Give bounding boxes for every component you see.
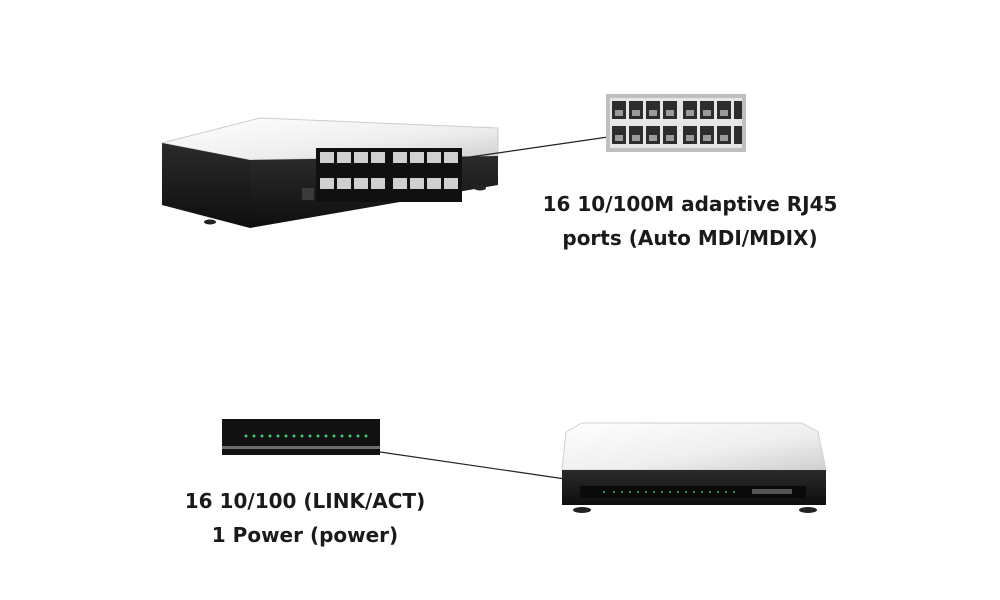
led-strip-closeup: [222, 419, 380, 455]
ports-closeup: [606, 94, 746, 152]
leds-leader-line: [379, 451, 573, 481]
ports-leader-line: [462, 136, 609, 159]
ports-caption: 16 10/100M adaptive RJ45 ports (Auto MDI…: [520, 187, 860, 255]
leds-caption: 16 10/100 (LINK/ACT) 1 Power (power): [180, 484, 430, 552]
leds-caption-line2: 1 Power (power): [211, 523, 399, 547]
ports-caption-line2: ports (Auto MDI/MDIX): [562, 226, 818, 250]
power-jack: [302, 188, 314, 200]
ports-caption-line1: 16 10/100M adaptive RJ45: [542, 192, 838, 216]
leds-caption-line1: 16 10/100 (LINK/ACT): [184, 489, 426, 513]
switch-ports-view: [161, 117, 499, 228]
switch-front-view: [561, 422, 827, 513]
